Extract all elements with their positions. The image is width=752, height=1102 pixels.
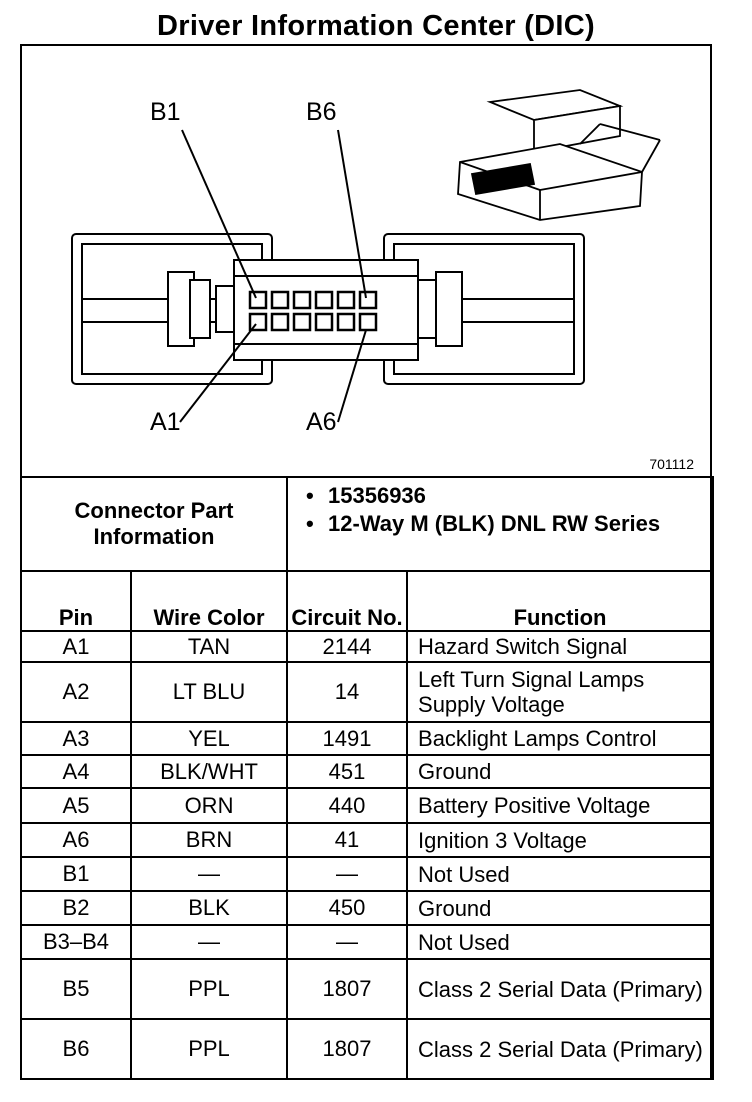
function-cell: Not Used: [406, 924, 715, 960]
table-row: B6 PPL 1807 Class 2 Serial Data (Primary…: [20, 1018, 715, 1080]
wire-color-cell: PPL: [129, 958, 289, 1020]
table-row: B2 BLK 450 Ground: [20, 890, 715, 926]
pin-label-b6: B6: [306, 98, 337, 126]
function-cell: Not Used: [406, 856, 715, 892]
function-cell: Class 2 Serial Data (Primary): [406, 1018, 715, 1080]
pin-cell: A5: [20, 787, 132, 824]
wire-color-cell: PPL: [129, 1018, 289, 1080]
col-header-pin: Pin: [20, 570, 132, 632]
circuit-cell: 14: [286, 661, 409, 723]
function-cell: Ignition 3 Voltage: [406, 822, 715, 858]
pin-cell: B5: [20, 958, 132, 1020]
figure-number: 701112: [649, 456, 694, 472]
wire-color-cell: —: [129, 924, 289, 960]
pin-cell: B2: [20, 890, 132, 926]
table-row: A3 YEL 1491 Backlight Lamps Control: [20, 721, 715, 756]
pin-label-b1: B1: [150, 98, 181, 126]
circuit-cell: 2144: [286, 630, 409, 663]
pin-cell: A3: [20, 721, 132, 756]
wire-color-cell: BRN: [129, 822, 289, 858]
connector-part-number: 15356936: [328, 483, 426, 508]
wire-color-cell: —: [129, 856, 289, 892]
connector-part-header: Connector Part Information: [19, 476, 289, 572]
circuit-cell: 1491: [286, 721, 409, 756]
pin-cell: B6: [20, 1018, 132, 1080]
circuit-cell: 450: [286, 890, 409, 926]
pin-cell: A1: [20, 630, 132, 663]
circuit-cell: 440: [286, 787, 409, 824]
col-header-wire-color: Wire Color: [129, 570, 289, 632]
function-cell: Backlight Lamps Control: [406, 721, 715, 756]
wire-color-cell: BLK: [129, 890, 289, 926]
wire-color-cell: BLK/WHT: [129, 754, 289, 789]
table-row: A5 ORN 440 Battery Positive Voltage: [20, 787, 715, 824]
table-row: A4 BLK/WHT 451 Ground: [20, 754, 715, 789]
function-cell: Left Turn Signal Lamps Supply Voltage: [406, 661, 715, 723]
function-cell: Battery Positive Voltage: [406, 787, 715, 824]
pin-label-a1: A1: [150, 408, 181, 436]
circuit-cell: 41: [286, 822, 409, 858]
connector-diagram: B1 B6 A1 A6 701112: [20, 44, 712, 478]
pin-cell: B1: [20, 856, 132, 892]
table-row: A6 BRN 41 Ignition 3 Voltage: [20, 822, 715, 858]
table-row: A2 LT BLU 14 Left Turn Signal Lamps Supp…: [20, 661, 715, 723]
table-row: A1 TAN 2144 Hazard Switch Signal: [20, 630, 715, 663]
page-title: Driver Information Center (DIC): [157, 10, 595, 42]
circuit-cell: —: [286, 924, 409, 960]
circuit-cell: 451: [286, 754, 409, 789]
table-row: B5 PPL 1807 Class 2 Serial Data (Primary…: [20, 958, 715, 1020]
circuit-cell: —: [286, 856, 409, 892]
function-cell: Ground: [406, 890, 715, 926]
connector-info-row: Connector Part Information •15356936 •12…: [19, 476, 715, 572]
col-header-function: Function: [406, 570, 715, 632]
pin-cell: A6: [20, 822, 132, 858]
connector-drawing: [71, 89, 661, 423]
pin-cell: A4: [20, 754, 132, 789]
wire-color-cell: ORN: [129, 787, 289, 824]
function-cell: Ground: [406, 754, 715, 789]
wire-color-cell: YEL: [129, 721, 289, 756]
wire-color-cell: LT BLU: [129, 661, 289, 723]
circuit-cell: 1807: [286, 1018, 409, 1080]
connector-part-info: •15356936 •12-Way M (BLK) DNL RW Series: [286, 476, 715, 572]
function-cell: Hazard Switch Signal: [406, 630, 715, 663]
connector-description: 12-Way M (BLK) DNL RW Series: [328, 511, 661, 536]
wire-color-cell: TAN: [129, 630, 289, 663]
table-row: B3–B4 — — Not Used: [20, 924, 715, 960]
pin-label-a6: A6: [306, 408, 337, 436]
table-header-row: Pin Wire Color Circuit No. Function: [20, 570, 715, 632]
function-cell: Class 2 Serial Data (Primary): [406, 958, 715, 1020]
col-header-circuit: Circuit No.: [286, 570, 409, 632]
pinout-table: Connector Part Information •15356936 •12…: [19, 476, 715, 1080]
pin-cell: A2: [20, 661, 132, 723]
pin-cell: B3–B4: [20, 924, 132, 960]
table-row: B1 — — Not Used: [20, 856, 715, 892]
circuit-cell: 1807: [286, 958, 409, 1020]
